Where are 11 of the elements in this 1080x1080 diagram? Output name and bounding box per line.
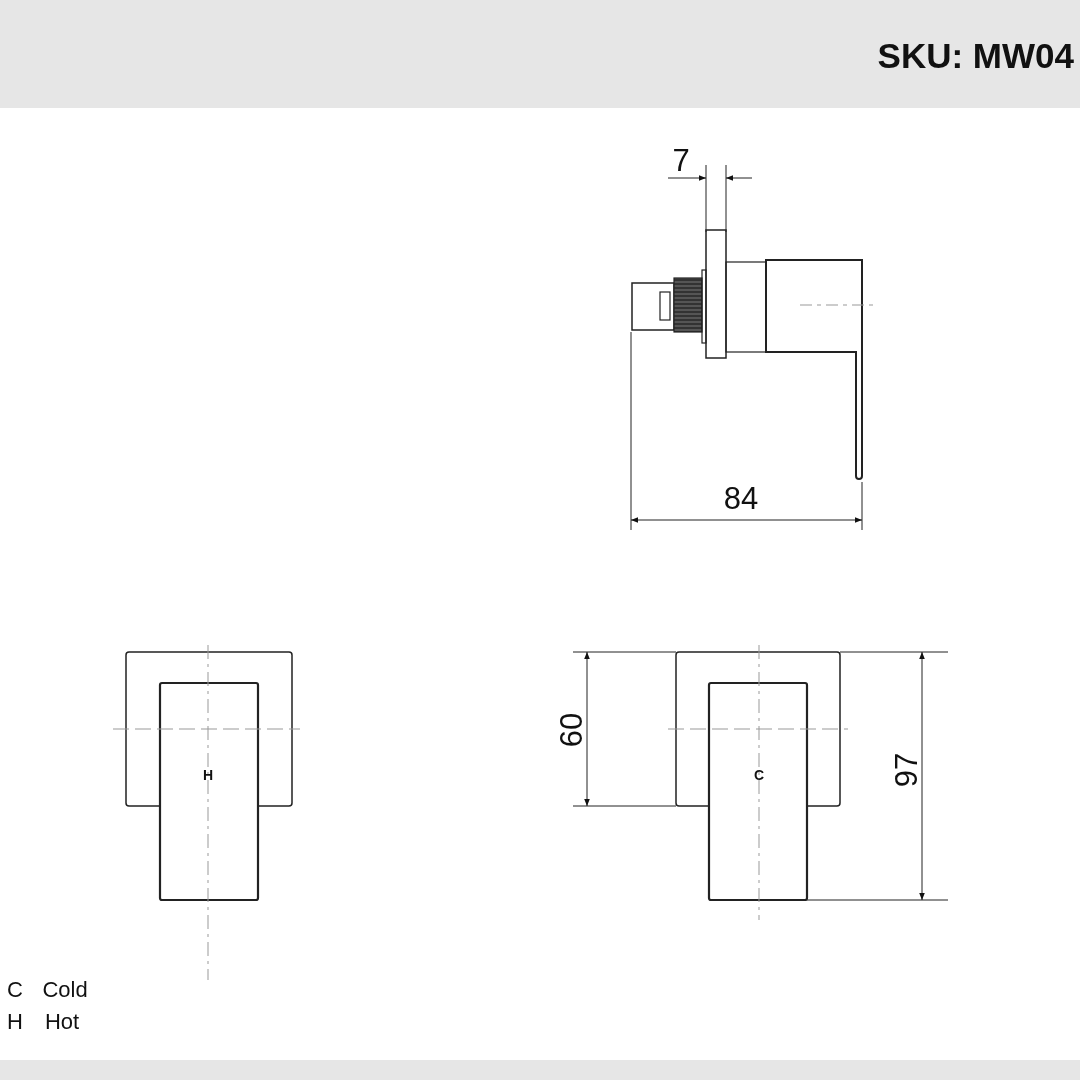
handle-marking: H <box>202 768 214 782</box>
dimension-value: 84 <box>723 482 759 514</box>
key-text: Hot <box>44 1011 80 1033</box>
key-letter: H <box>7 1011 23 1033</box>
key-text: Cold <box>42 979 88 1001</box>
handle-marking: C <box>753 768 765 782</box>
key-letter: C <box>7 979 23 1001</box>
dimension-value: 7 <box>672 144 690 176</box>
dimension-value: 97 <box>890 752 922 788</box>
sku-title: SKU: MW04 <box>877 36 1074 76</box>
dimension-value: 60 <box>555 712 587 748</box>
